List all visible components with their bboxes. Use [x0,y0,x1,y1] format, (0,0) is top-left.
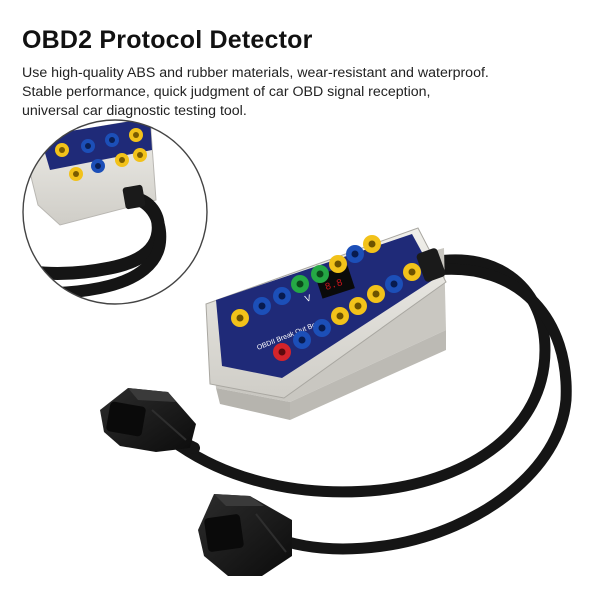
terminal-panel [216,234,436,378]
product-title: OBD2 Protocol Detector [22,26,313,54]
description-line: Stable performance, quick judgment of ca… [22,84,431,100]
terminals-top-row [231,235,381,327]
svg-text:8.8: 8.8 [324,278,345,294]
obd-connector-lower [198,494,292,576]
detail-zoom-circle [22,119,208,305]
zoom-panel [40,120,152,170]
obd-connector-upper [100,388,200,454]
zoom-terminals [55,128,147,181]
strain-relief [416,248,446,282]
voltage-label: V [304,293,313,304]
product-description: Use high-quality ABS and rubber material… [22,64,582,121]
break-out-box: 8.8 V OBDII Break Out Box [205,227,447,420]
terminals-bottom-row [273,263,421,361]
description-line: Use high-quality ABS and rubber material… [22,65,489,81]
description-line: universal car diagnostic testing tool. [22,103,247,119]
